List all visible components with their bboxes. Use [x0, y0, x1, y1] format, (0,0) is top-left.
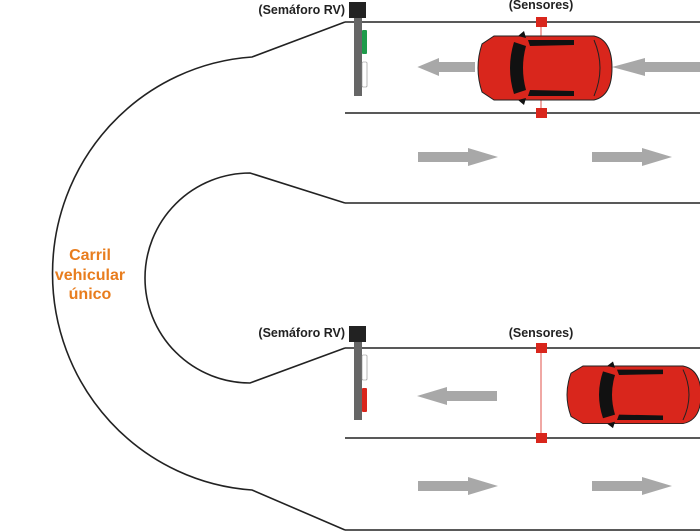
lane-label-line: único: [69, 286, 112, 303]
signal-head: [349, 326, 366, 342]
traffic-light-top: [349, 2, 368, 96]
traffic-light-bottom: [349, 326, 368, 420]
car-icon: [477, 30, 613, 106]
pole: [354, 18, 362, 96]
arrow-left-icon: [417, 58, 475, 76]
lane-label-line: Carril: [69, 247, 111, 264]
arrow-right-icon: [592, 477, 672, 495]
outer-curve: [51, 21, 346, 531]
lane-label-line: vehicular: [55, 267, 125, 284]
traffic-light-bottom-label: (Semáforo RV): [258, 326, 345, 340]
arrow-right-icon: [418, 477, 498, 495]
sensors-bottom: [536, 343, 547, 443]
traffic-light-top-label: (Semáforo RV): [258, 3, 345, 17]
green-light-icon: [362, 30, 367, 54]
inner-curve: [144, 172, 346, 384]
red-light-icon: [362, 388, 367, 412]
car-icon: [566, 361, 700, 429]
pole: [354, 342, 362, 420]
arrow-right-icon: [418, 148, 498, 166]
green-light-off-icon: [361, 354, 368, 381]
lane-label: Carril vehicular único: [55, 247, 125, 303]
sensor-icon: [536, 433, 547, 443]
sensors-bottom-label: (Sensores): [509, 326, 574, 340]
arrow-right-icon: [592, 148, 672, 166]
signal-head: [349, 2, 366, 18]
sensor-icon: [536, 17, 547, 27]
arrow-left-icon: [417, 387, 497, 405]
road-lines: [51, 21, 700, 531]
sensor-icon: [536, 343, 547, 353]
red-light-off-icon: [361, 61, 368, 88]
direction-arrows: [417, 58, 700, 495]
arrow-left-icon: [612, 58, 700, 76]
sensor-icon: [536, 108, 547, 118]
sensors-top-label: (Sensores): [509, 0, 574, 12]
